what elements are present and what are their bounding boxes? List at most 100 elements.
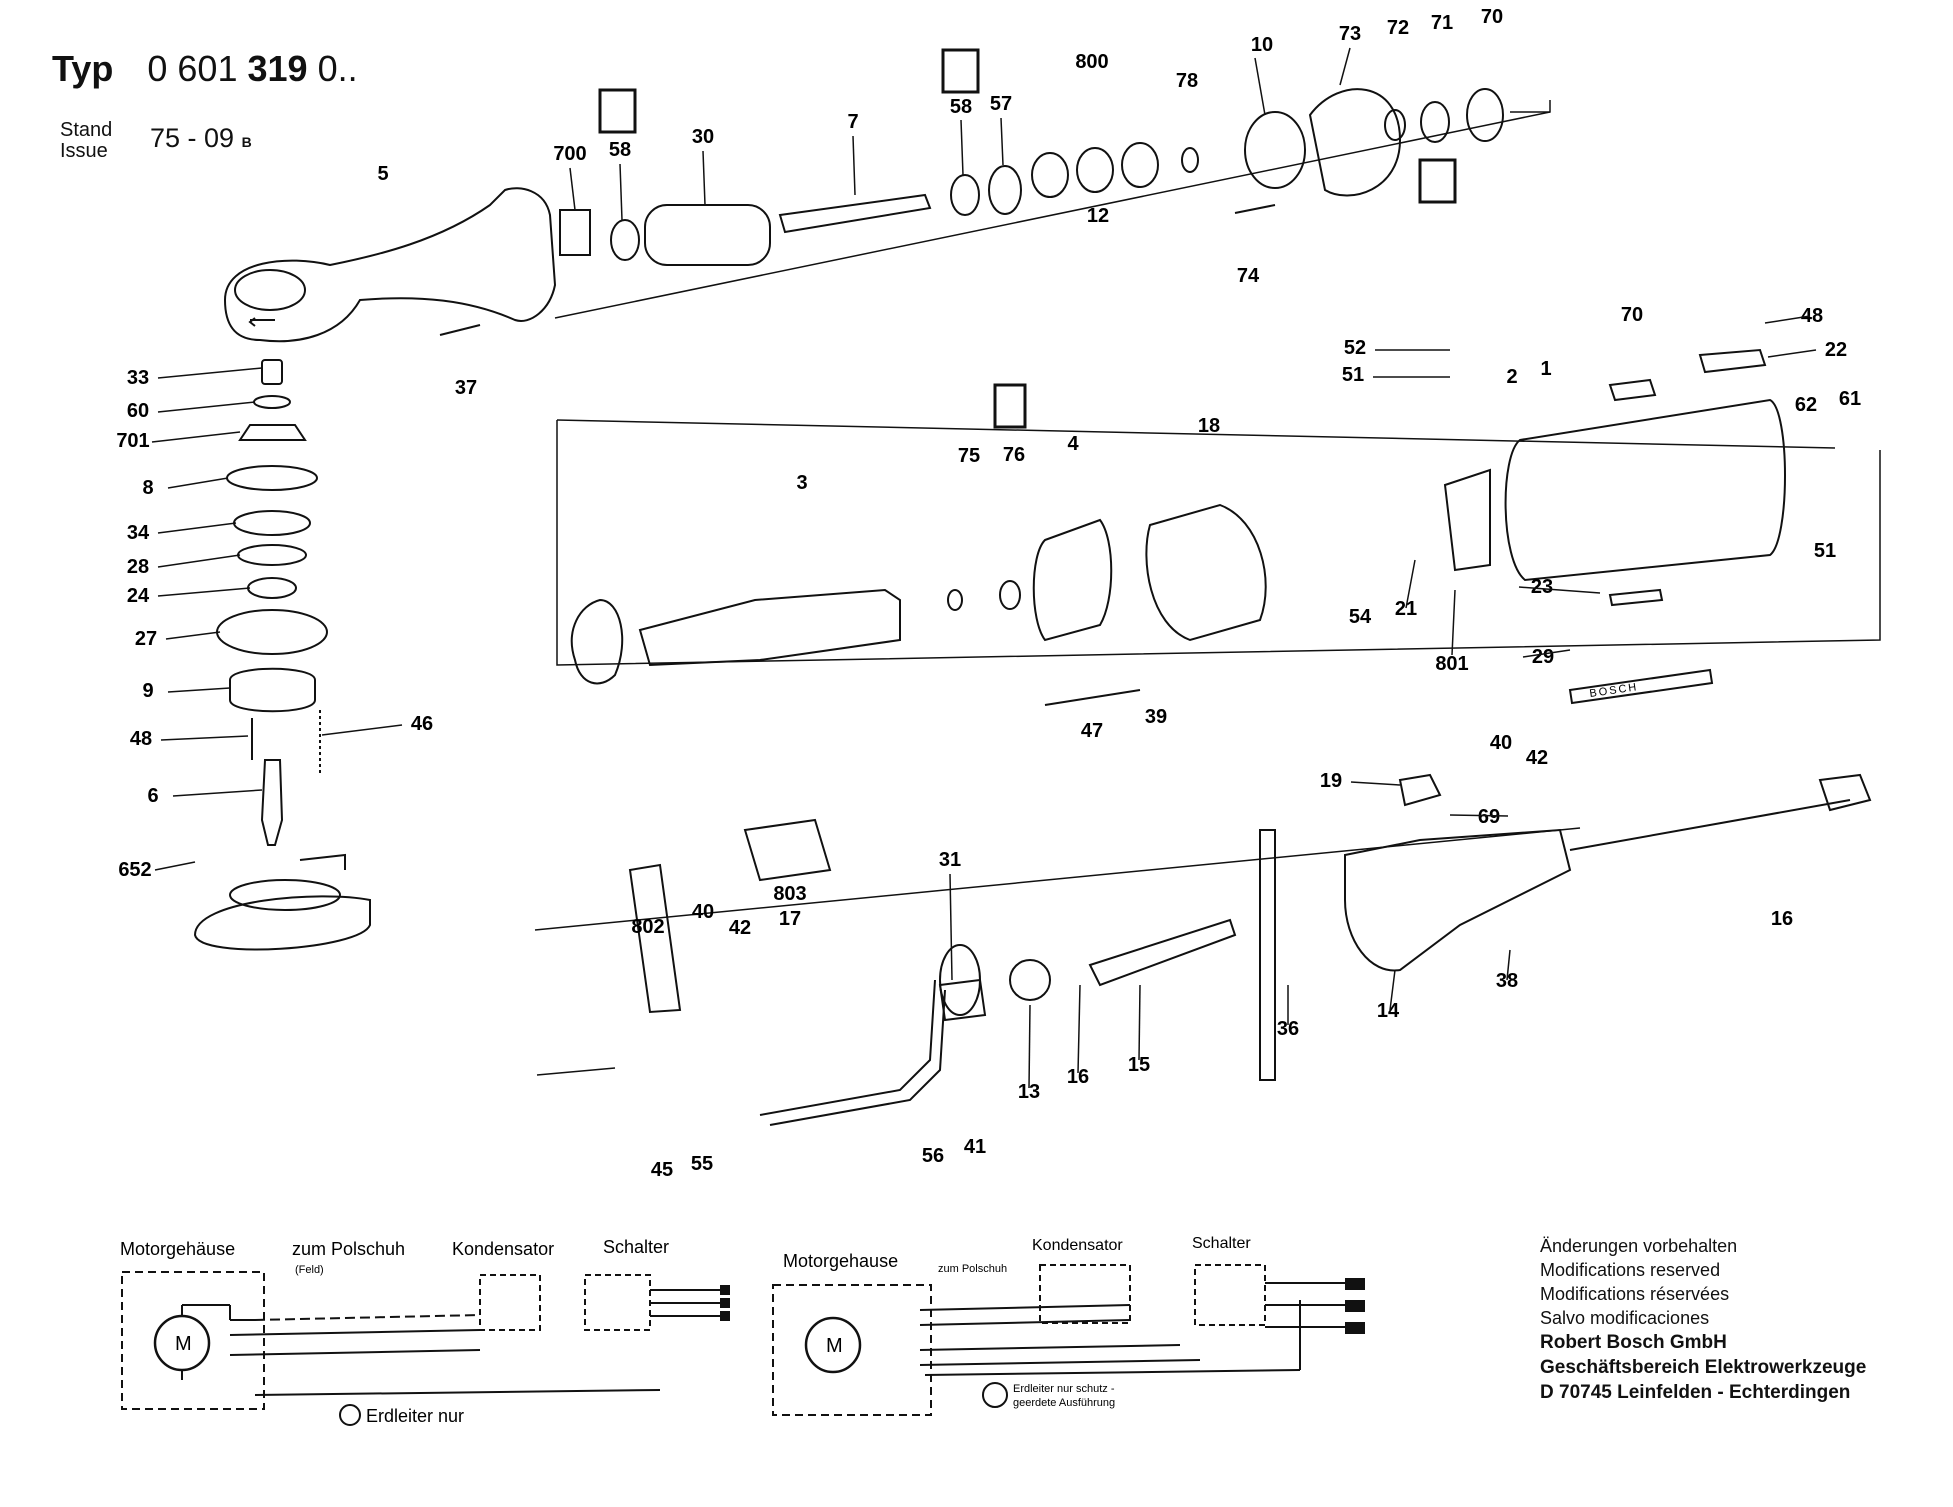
part-label-19: 701: [116, 430, 149, 452]
part-8: [226, 465, 318, 491]
part-2: [1443, 468, 1491, 572]
part-label-33: 4: [1067, 433, 1079, 455]
part-label-62: 13: [1018, 1081, 1040, 1103]
leader-lines: [151, 47, 1817, 1089]
part-label-71: 45: [651, 1159, 673, 1181]
part-label-52: 19: [1320, 770, 1342, 792]
leader-line-6: [157, 587, 251, 597]
part-label-61: 16: [1067, 1066, 1089, 1088]
part-label-46: 22: [1825, 339, 1847, 361]
leader-line-3: [167, 477, 229, 489]
part-label-64: 802: [631, 916, 664, 938]
modifications-note: Änderungen vorbehalten Modifications res…: [1540, 1236, 1867, 1403]
part-14: [1344, 828, 1572, 972]
part-label-2: 700: [553, 143, 586, 165]
part-23: [1608, 588, 1664, 607]
gear-head-housing: [223, 187, 557, 343]
leader-line-30: [1449, 814, 1509, 817]
part-label-22: 28: [127, 556, 149, 578]
part-70-top: [1466, 88, 1504, 142]
part-label-30: 3: [796, 472, 807, 494]
leader-line-15: [702, 150, 706, 206]
part-label-34: 18: [1198, 415, 1220, 437]
part-label-16: 70: [1481, 6, 1503, 28]
part-label-26: 48: [130, 728, 152, 750]
part-label-15: 71: [1431, 12, 1453, 34]
part-label-6: 58: [950, 96, 972, 118]
wr-polschuh-label: zum Polschuh: [938, 1263, 1007, 1275]
part-16-cable: [1569, 799, 1851, 851]
part-label-37: 52: [1344, 337, 1366, 359]
part-58a: [610, 219, 640, 261]
bearing-symbol-4: [993, 383, 1027, 429]
leader-line-35: [1077, 984, 1081, 1074]
part-label-5: 7: [847, 111, 858, 133]
part-13: [1009, 959, 1051, 1001]
part-701: [238, 424, 307, 441]
leader-line-24: [1451, 589, 1456, 656]
leader-line-10: [321, 724, 403, 736]
bearing-symbol-2: [941, 48, 980, 94]
part-18: [1145, 503, 1267, 642]
part-7: [778, 193, 932, 234]
part-75: [947, 589, 963, 611]
part-label-60: 15: [1128, 1054, 1150, 1076]
leader-line-20: [1339, 47, 1351, 86]
part-60: [253, 395, 291, 409]
leader-line-7: [165, 631, 221, 640]
part-label-21: 34: [127, 522, 150, 544]
part-label-44: 70: [1621, 304, 1643, 326]
part-label-63: 31: [939, 849, 961, 871]
part-label-20: 8: [142, 477, 153, 499]
leader-line-32: [1506, 949, 1511, 981]
part-label-17: 33: [127, 367, 149, 389]
part-label-35: 47: [1081, 720, 1103, 742]
wl-erdleiter-label: Erdleiter nur: [366, 1406, 464, 1426]
leader-line-1: [157, 401, 256, 413]
part-58b: [950, 174, 980, 216]
part-label-49: 51: [1814, 540, 1836, 562]
part-29: [1568, 668, 1714, 705]
part-label-68: 17: [779, 908, 801, 930]
leader-line-29: [1350, 781, 1401, 786]
part-28: [237, 544, 307, 566]
bearing-symbol-1: [598, 88, 637, 134]
part-34: [233, 510, 311, 536]
leader-line-27: [1518, 586, 1601, 594]
part-22: [1698, 348, 1767, 374]
part-label-72: 55: [691, 1153, 713, 1175]
part-76: [999, 580, 1021, 610]
wl-feld-label: (Feld): [295, 1264, 324, 1276]
part-10: [1244, 111, 1306, 189]
part-label-39: 2: [1506, 366, 1517, 388]
leader-line-13: [569, 167, 576, 211]
leader-line-4: [157, 522, 237, 534]
part-700: [559, 209, 591, 256]
leader-line-28: [1522, 649, 1571, 658]
part-800a: [1031, 152, 1069, 198]
part-label-59: 36: [1277, 1018, 1299, 1040]
part-label-67: 803: [773, 883, 806, 905]
leader-line-18: [1000, 117, 1004, 166]
part-802: [628, 863, 682, 1014]
leader-line-34: [1138, 984, 1141, 1061]
part-9: [229, 667, 316, 713]
part-label-12: 73: [1339, 23, 1361, 45]
wr-erdleiter-line1: Erdleiter nur schutz -: [1013, 1383, 1115, 1395]
part-27: [216, 609, 328, 655]
part-label-23: 24: [127, 585, 150, 607]
leader-line-25: [1764, 315, 1811, 324]
part-label-48: 61: [1839, 388, 1861, 410]
part-31b: [939, 944, 981, 1016]
part-label-28: 6: [147, 785, 158, 807]
issue-value: 75 - 09 B: [150, 123, 252, 153]
part-label-32: 76: [1003, 444, 1025, 466]
leader-line-19: [1254, 57, 1266, 116]
frame-bottom-assembly: [534, 827, 1581, 931]
wl-schalter-label: Schalter: [603, 1237, 669, 1257]
terminal-blocks: [720, 1278, 1365, 1334]
part-73: [1308, 88, 1402, 197]
part-label-70: 41: [964, 1136, 986, 1158]
part-label-7: 57: [990, 93, 1012, 115]
